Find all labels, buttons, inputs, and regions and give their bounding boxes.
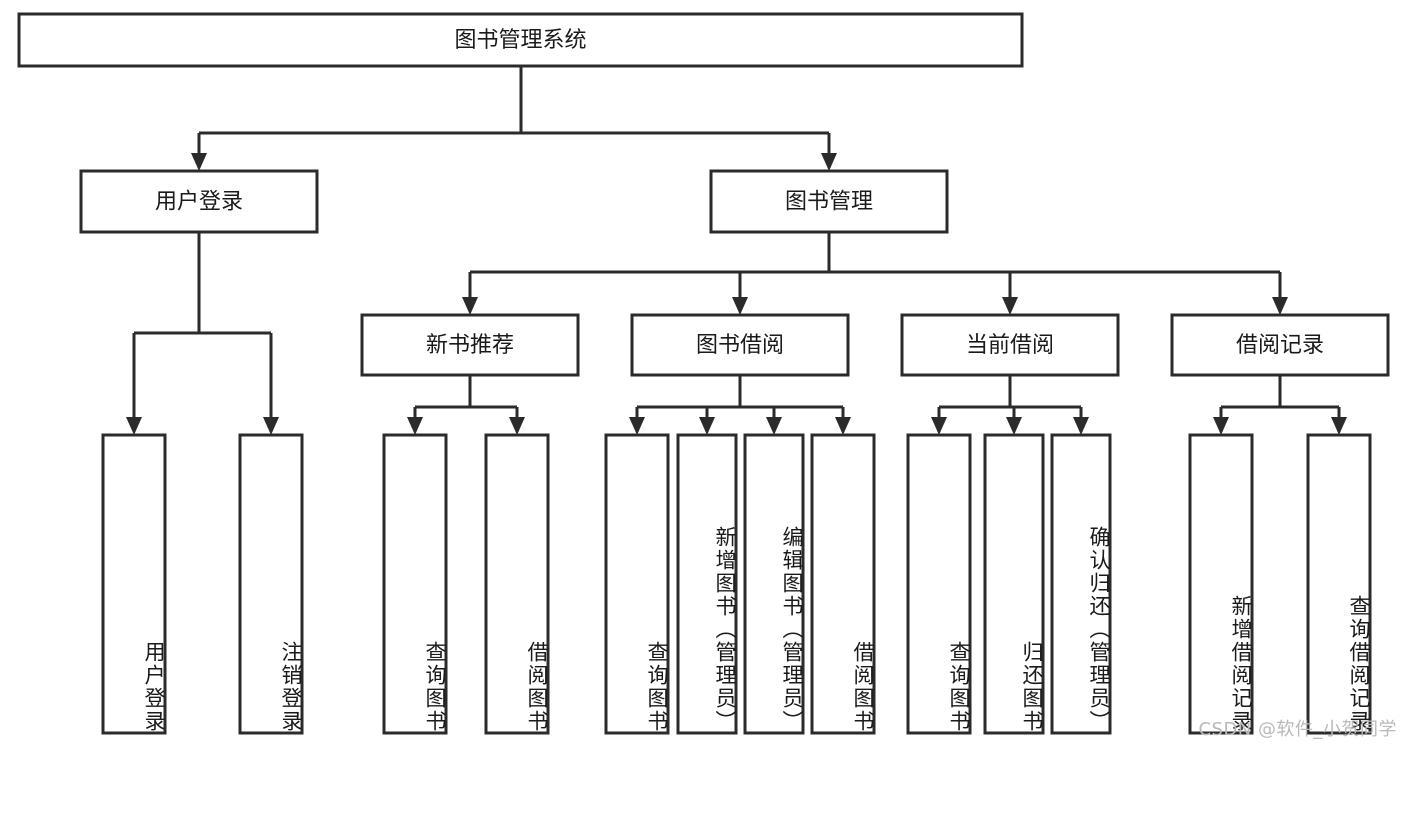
node-box-layer (17, 12, 1390, 735)
module-label-user-login: 用户登录 (155, 190, 243, 215)
watermark: CSDN @软件_小贺同学 (1198, 719, 1397, 740)
arrowhead-bm-to-current-borrow (1002, 297, 1018, 315)
arrowhead-cb-to-leaf1 (931, 417, 947, 435)
submodule-box-borrow-record[interactable] (1170, 313, 1390, 377)
leaf-box-leaf-query-book-1[interactable] (382, 433, 448, 735)
submodule-label-new-book-recommend: 新书推荐 (426, 333, 514, 358)
arrowhead-bb-to-leaf3 (766, 417, 782, 435)
arrowhead-cb-to-leaf3 (1073, 417, 1089, 435)
arrowhead-br-to-leaf2 (1331, 417, 1347, 435)
module-box-user-login[interactable] (79, 169, 319, 234)
submodule-label-book-borrow: 图书借阅 (696, 333, 784, 358)
leaf-box-leaf-logout[interactable] (238, 433, 304, 735)
arrowhead-cb-to-leaf2 (1006, 417, 1022, 435)
leaf-box-leaf-user-login[interactable] (101, 433, 167, 735)
arrowhead-root-to-user-login (191, 153, 207, 171)
connector-layer (126, 66, 1347, 435)
arrowhead-user-login-to-leaf2 (263, 417, 279, 435)
leaf-box-leaf-add-book[interactable] (676, 433, 738, 735)
arrowhead-bm-to-book-borrow (732, 297, 748, 315)
leaf-box-leaf-borrow-book-2[interactable] (810, 433, 876, 735)
arrowhead-bb-to-leaf4 (835, 417, 851, 435)
leaf-box-leaf-edit-book[interactable] (743, 433, 805, 735)
arrowhead-root-to-book-management (821, 153, 837, 171)
submodule-box-current-borrow[interactable] (900, 313, 1120, 377)
root-label-root: 图书管理系统 (454, 28, 586, 53)
submodule-label-current-borrow: 当前借阅 (966, 333, 1054, 358)
leaf-box-leaf-return-book[interactable] (983, 433, 1045, 735)
submodule-box-book-borrow[interactable] (630, 313, 850, 377)
module-label-book-management: 图书管理 (785, 190, 873, 215)
arrowhead-user-login-to-leaf1 (126, 417, 142, 435)
submodule-label-borrow-record: 借阅记录 (1236, 333, 1324, 358)
functional-structure-diagram: 图书管理系统用户登录图书管理新书推荐图书借阅当前借阅借阅记录 用户登录注销登录查… (17, 12, 1397, 740)
leaf-box-leaf-confirm-return[interactable] (1050, 433, 1112, 735)
arrowhead-bm-to-borrow-record (1272, 297, 1288, 315)
arrowhead-bm-to-new-book (462, 297, 478, 315)
leaf-box-leaf-borrow-book-1[interactable] (484, 433, 550, 735)
submodule-box-new-book-recommend[interactable] (360, 313, 580, 377)
arrowhead-br-to-leaf1 (1213, 417, 1229, 435)
arrowhead-nb-to-leaf1 (407, 417, 423, 435)
leaf-box-leaf-query-record[interactable] (1306, 433, 1372, 735)
arrowhead-bb-to-leaf1 (629, 417, 645, 435)
root-box-root[interactable] (17, 12, 1024, 68)
module-box-book-management[interactable] (709, 169, 949, 234)
arrowhead-nb-to-leaf2 (509, 417, 525, 435)
leaf-box-leaf-add-record[interactable] (1188, 433, 1254, 735)
arrowhead-bb-to-leaf2 (699, 417, 715, 435)
leaf-box-leaf-query-book-3[interactable] (906, 433, 972, 735)
leaf-box-leaf-query-book-2[interactable] (604, 433, 670, 735)
